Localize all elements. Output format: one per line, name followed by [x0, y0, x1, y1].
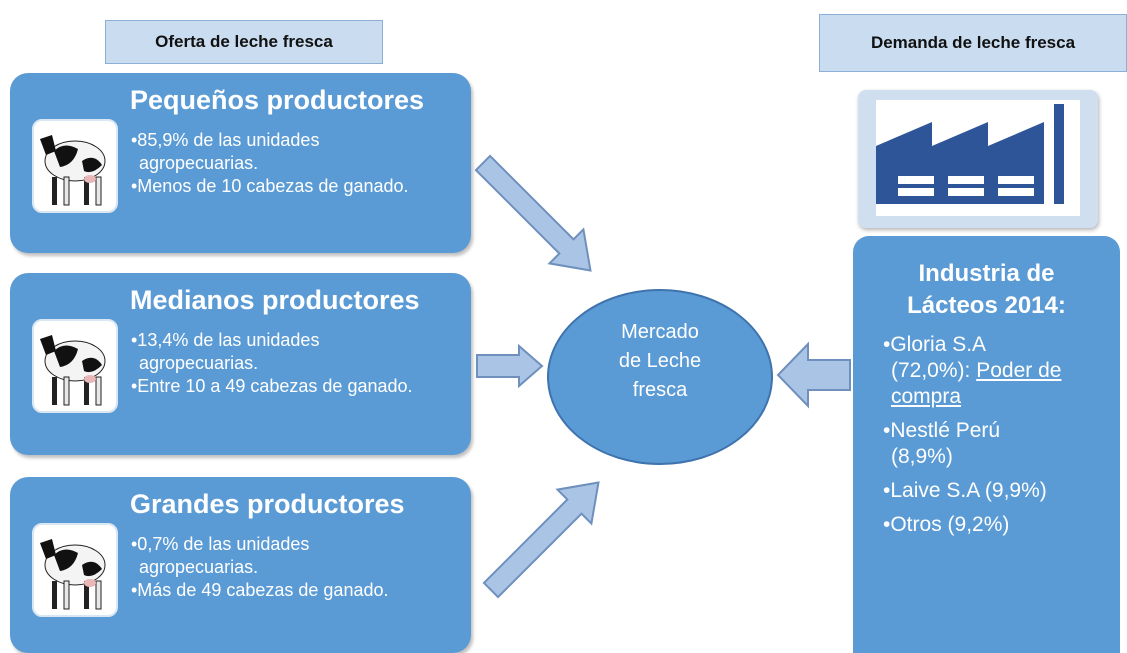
gloria-note: Poder de — [976, 359, 1062, 382]
medium-producers-title: Medianos productores — [130, 285, 420, 315]
large-producers-box: Grandes productores •0,7% de las unidade… — [10, 477, 471, 653]
industry-item-otros: •Otros (9,2%) — [883, 513, 1010, 536]
medium-producers-box: Medianos productores •13,4% de las unida… — [10, 273, 471, 455]
industry-title-line-2: Lácteos 2014: — [907, 292, 1066, 319]
demand-label: Demanda de leche fresca — [819, 14, 1127, 72]
small-producers-bullet-2: •Menos de 10 cabezas de ganado. — [131, 176, 409, 196]
market-label: Mercado de Leche fresca — [545, 318, 775, 405]
large-producers-title: Grandes productores — [130, 489, 405, 519]
small-producers-title: Pequeños productores — [130, 85, 425, 115]
cow-icon — [32, 319, 118, 413]
arrow-large-to-market — [482, 481, 600, 599]
industry-title: Industria de Lácteos 2014: — [853, 258, 1120, 322]
small-producers-box: Pequeños productores •85,9% de las unida… — [10, 73, 471, 253]
industry-list: •Gloria S.A (72,0%): Poder de compra •Ne… — [883, 332, 1061, 546]
small-producers-bullet-1b: agropecuarias. — [139, 153, 259, 173]
industry-item-nestle: •Nestlé Perú (8,9%) — [883, 418, 1061, 470]
cow-icon — [32, 119, 118, 213]
arrow-medium-to-market — [476, 343, 544, 389]
arrow-small-to-market — [474, 154, 592, 272]
arrow-industry-to-market — [776, 341, 851, 409]
large-producers-bullet-1: •0,7% de las unidades — [131, 534, 310, 554]
gloria-share: (72,0%): — [891, 359, 971, 382]
market-label-line-2: de Leche — [618, 350, 702, 372]
medium-producers-bullet-1b: agropecuarias. — [139, 353, 259, 373]
nestle-share: (8,9%) — [891, 445, 953, 468]
market-label-line-3: fresca — [632, 379, 688, 401]
industry-item-gloria: •Gloria S.A (72,0%): Poder de compra — [883, 332, 1061, 410]
industry-title-line-1: Industria de — [918, 260, 1055, 287]
nestle-name: •Nestlé Perú — [883, 419, 1001, 442]
gloria-note-cont: compra — [891, 385, 962, 408]
medium-producers-bullet-1: •13,4% de las unidades — [131, 330, 320, 350]
large-producers-bullet-2: •Más de 49 cabezas de ganado. — [131, 580, 389, 600]
cow-icon — [32, 523, 118, 617]
large-producers-bullet-1b: agropecuarias. — [139, 557, 259, 577]
medium-producers-bullet-2: •Entre 10 a 49 cabezas de ganado. — [131, 376, 413, 396]
supply-label: Oferta de leche fresca — [105, 20, 383, 64]
market-label-line-1: Mercado — [621, 321, 699, 343]
factory-icon — [876, 100, 1080, 216]
industry-box: Industria de Lácteos 2014: •Gloria S.A (… — [853, 236, 1120, 653]
market-ellipse — [547, 289, 773, 465]
small-producers-bullet-1: •85,9% de las unidades — [131, 130, 320, 150]
factory-card — [858, 90, 1098, 228]
gloria-name: •Gloria S.A — [883, 333, 987, 356]
industry-item-laive: •Laive S.A (9,9%) — [883, 479, 1047, 502]
